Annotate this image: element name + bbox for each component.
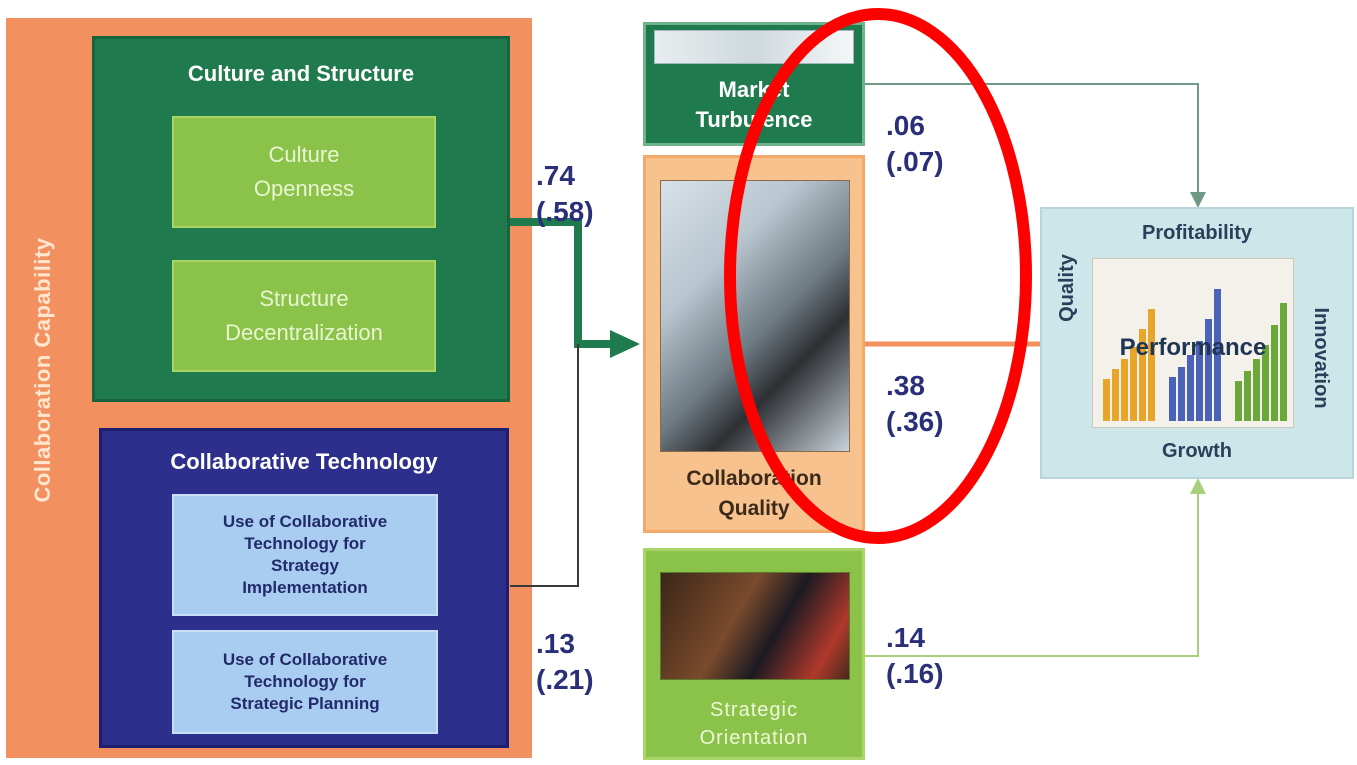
technology-to-quality-line — [510, 344, 579, 587]
culture-openness-line1: Culture — [268, 142, 340, 167]
performance-charts-image — [1092, 258, 1294, 428]
structure-decentralization-box: Structure Decentralization — [172, 260, 436, 372]
market-label-line2: Turbulence — [695, 107, 813, 132]
blue-mini-chart — [1169, 289, 1221, 421]
tech-plan-line1: Use of Collaborative — [222, 650, 388, 669]
structure-decentralization-line1: Structure — [259, 286, 349, 311]
coef-technology-paren: (.21) — [536, 664, 594, 695]
coef-quality: .38 (.36) — [886, 368, 966, 440]
performance-quality-label: Quality — [1055, 254, 1078, 322]
coef-technology-value: .13 — [536, 628, 575, 659]
collab-label-line2: Quality — [718, 497, 790, 520]
coef-strategic: .14 (.16) — [886, 620, 966, 692]
culture-openness-line2: Openness — [253, 176, 355, 201]
tech-impl-line3: Strategy — [270, 556, 340, 575]
market-label-line1: Market — [718, 77, 790, 102]
performance-innovation-label: Innovation — [1310, 307, 1333, 409]
green-mini-chart — [1235, 303, 1287, 421]
tech-impl-line4: Implementation — [242, 578, 368, 597]
coef-technology: .13 (.21) — [536, 626, 616, 698]
structure-decentralization-line2: Decentralization — [225, 320, 383, 345]
performance-growth-label: Growth — [1162, 439, 1232, 462]
tech-strategic-planning-box: Use of Collaborative Technology for Stra… — [172, 630, 438, 734]
tech-plan-line2: Technology for — [244, 672, 366, 691]
coef-strategic-value: .14 — [886, 622, 925, 653]
performance-center-label: Performance — [1119, 334, 1267, 361]
culture-to-quality-arrow-line — [510, 218, 612, 348]
tech-impl-line1: Use of Collaborative — [222, 512, 388, 531]
strategic-label-line1: Strategic — [710, 699, 798, 721]
tech-impl-line2: Technology for — [244, 534, 366, 553]
coef-market: .06 (.07) — [886, 108, 966, 180]
performance-profitability-label: Profitability — [1141, 221, 1252, 244]
coef-quality-paren: (.36) — [886, 406, 944, 437]
coef-strategic-paren: (.16) — [886, 658, 944, 689]
orange-mini-chart — [1103, 309, 1155, 421]
coef-market-paren: (.07) — [886, 146, 944, 177]
collaboration-quality-label: Collaboration Quality — [646, 458, 862, 530]
culture-to-quality-arrowhead — [610, 330, 640, 358]
coef-culture: .74 (.58) — [536, 158, 616, 230]
market-turbulence-label: Market Turbulence — [646, 70, 862, 140]
coef-culture-paren: (.58) — [536, 196, 594, 227]
coef-quality-value: .38 — [886, 370, 925, 401]
coef-culture-value: .74 — [536, 160, 575, 191]
tech-strategy-implementation-box: Use of Collaborative Technology for Stra… — [172, 494, 438, 616]
coef-market-value: .06 — [886, 110, 925, 141]
strategic-orientation-label: Strategic Orientation — [646, 694, 862, 754]
market-chart-image — [654, 30, 854, 64]
collab-label-line1: Collaboration — [686, 467, 822, 490]
strategic-label-line2: Orientation — [699, 727, 809, 749]
team-meeting-photo — [660, 180, 850, 452]
culture-openness-box: Culture Openness — [172, 116, 436, 228]
strategic-to-performance-line — [865, 478, 1206, 657]
mini-bar-charts — [1103, 289, 1287, 421]
business-discussion-photo — [660, 572, 850, 680]
collaborative-technology-title: Collaborative Technology — [170, 449, 438, 474]
culture-structure-title: Culture and Structure — [187, 61, 415, 86]
tech-plan-line3: Strategic Planning — [230, 694, 380, 713]
